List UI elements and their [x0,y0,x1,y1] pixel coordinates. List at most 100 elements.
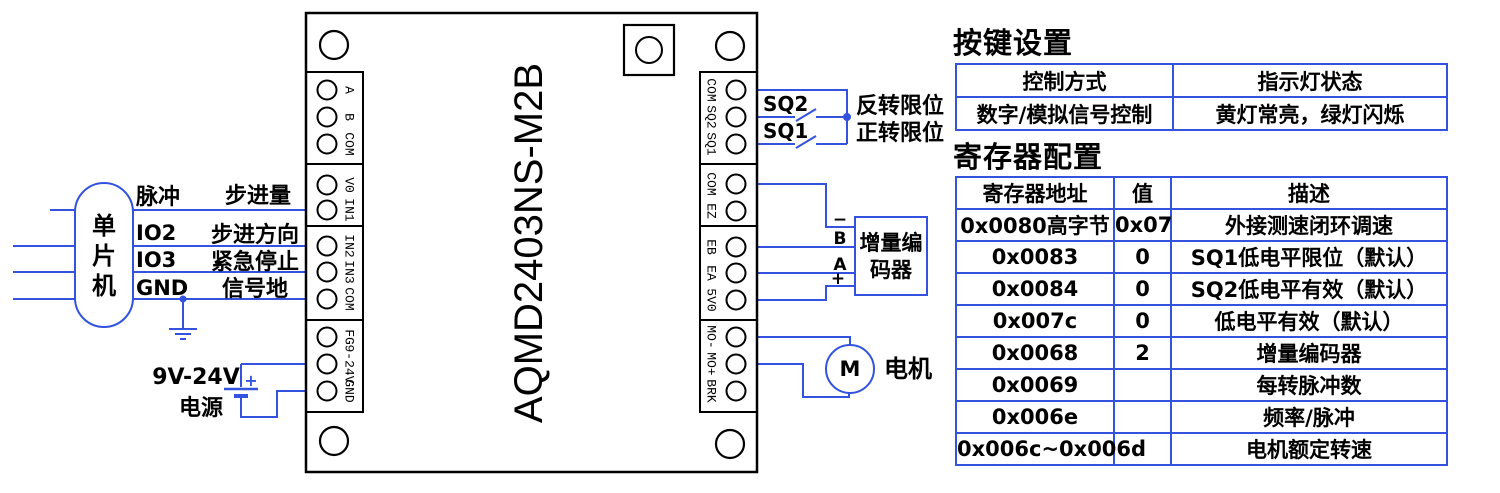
terminal-label: 9-24V [342,344,357,383]
terminal-ea[interactable] [725,262,747,284]
driver-board [304,11,759,474]
terminal-label: BRK [704,379,719,403]
terminal-mo-plus[interactable] [725,353,747,375]
motor-label: 电机 [884,355,932,383]
terminal-label: IN2 [342,234,357,257]
cell-desc: SQ1低电平限位（默认） [1170,240,1448,274]
table-row: 0x007c 0 低电平有效（默认） [955,304,1448,338]
terminal-eb[interactable] [725,236,747,258]
terminal-com-sq[interactable] [725,79,747,101]
sq2-switch-blade [795,108,817,122]
terminal-label: B [342,113,357,121]
signal-label: 紧急停止 [211,249,299,275]
cell-desc: 低电平有效（默认） [1170,304,1448,338]
reverse-limit-label: 反转限位 [856,93,944,119]
terminal-label: FG [342,329,357,345]
cell-control-mode: 数字/模拟信号控制 [955,96,1174,131]
terminal-label: MO- [704,325,719,348]
limit-switch-labels: SQ2 SQ1 反转限位 正转限位 [763,92,944,146]
limit-switch-wires [757,89,851,149]
terminal-fg[interactable] [316,326,338,348]
terminal-9-24v[interactable] [316,353,338,375]
cell-address: 0x0084 [955,272,1115,306]
terminal-mo-minus[interactable] [725,326,747,348]
mcu-pin-labels: 脉冲 步进量 IO2 步进方向 IO3 紧急停止 GND 信号地 [135,183,299,302]
encoder-port-a: A [833,255,847,275]
cell-address: 0x0069 [955,368,1115,402]
terminal-com-ez[interactable] [725,173,747,195]
terminal-b[interactable] [316,106,338,128]
cell-address: 0x007c [955,304,1115,338]
mcu-block: 单 片 机 [74,182,134,328]
cell-address: 0x0083 [955,240,1115,274]
power-label: 电源 [179,396,223,421]
mounting-hole [714,428,746,460]
cell-desc: 增量编码器 [1170,336,1448,370]
pin-label: IO2 [136,221,176,245]
table-header-row: 控制方式 指示灯状态 [955,63,1448,98]
sq2-label: SQ2 [763,92,808,116]
terminal-brk[interactable] [725,380,747,402]
terminal-label: 5V0 [704,288,719,311]
table-row: 0x0080高字节 0x07 外接测速闭环调速 [955,208,1448,242]
terminal-in2[interactable] [316,235,338,257]
terminal-a[interactable] [316,79,338,101]
mounting-hole [318,29,350,61]
mcu-wires [13,209,306,300]
wiring-diagram: + 单 片 机 脉冲 [13,11,944,474]
register-config-table: 寄存器地址 值 描述 0x0080高字节 0x07 外接测速闭环调速 0x008… [955,176,1448,466]
table-row: 0x0084 0 SQ2低电平有效（默认） [955,272,1448,306]
cell-value: 0 [1113,272,1172,306]
battery-plus-sign: + [244,371,257,390]
cell-indicator: 黄灯常亮，绿灯闪烁 [1172,96,1448,131]
cell-value: 0 [1113,304,1172,338]
terminal-gnd[interactable] [316,380,338,402]
encoder-name-line1: 增量编 [860,231,923,255]
pushbutton[interactable] [622,23,676,77]
cell-value [1113,400,1172,434]
terminal-sq1[interactable] [725,133,747,155]
table-row: 0x0068 2 增量编码器 [955,336,1448,370]
encoder-name-line2: 码器 [870,258,913,282]
encoder-port-minus: − [833,210,847,230]
mounting-hole [318,425,350,457]
terminal-com2[interactable] [316,288,338,310]
cell-desc: 每转脉冲数 [1170,368,1448,402]
terminal-v0[interactable] [316,174,338,196]
table-row: 0x006e 频率/脉冲 [955,400,1448,434]
cell-desc: 频率/脉冲 [1170,400,1448,434]
junction-dot [179,295,187,303]
motor-wires [757,336,851,398]
left-terminal-blocks [305,71,364,413]
terminal-5v0[interactable] [725,289,747,311]
signal-label: 步进方向 [211,222,299,248]
terminal-com[interactable] [316,133,338,155]
cell-value: 0 [1113,240,1172,274]
terminal-label: COM [342,287,357,310]
cell-address: 0x0068 [955,336,1115,370]
table-header-row: 寄存器地址 值 描述 [955,176,1448,210]
terminal-in1[interactable] [316,199,338,221]
encoder-wires [757,183,855,301]
cell-address: 0x0080高字节 [955,208,1115,242]
cell-value [1113,432,1172,466]
motor-block: M 电机 [825,344,932,394]
terminal-label: EB [704,239,719,255]
pin-label: 脉冲 [135,185,180,210]
table-row: 0x0083 0 SQ1低电平限位（默认） [955,240,1448,274]
terminal-in3[interactable] [316,261,338,283]
terminal-label: IN1 [342,198,357,222]
terminal-ez[interactable] [725,200,747,222]
cell-desc: 电机额定转速 [1170,432,1448,466]
encoder-block: 增量编 码器 − B A + [831,210,928,296]
sq1-switch-blade [795,135,817,149]
mcu-label-char: 机 [92,272,116,300]
junction-dot [843,113,851,121]
signal-ground-symbol [169,295,197,340]
table-row: 0x0069 每转脉冲数 [955,368,1448,402]
cell-desc: 外接测速闭环调速 [1170,208,1448,242]
mcu-label-char: 片 [92,242,116,270]
terminal-sq2[interactable] [725,106,747,128]
button-settings-title: 按键设置 [953,26,1074,60]
